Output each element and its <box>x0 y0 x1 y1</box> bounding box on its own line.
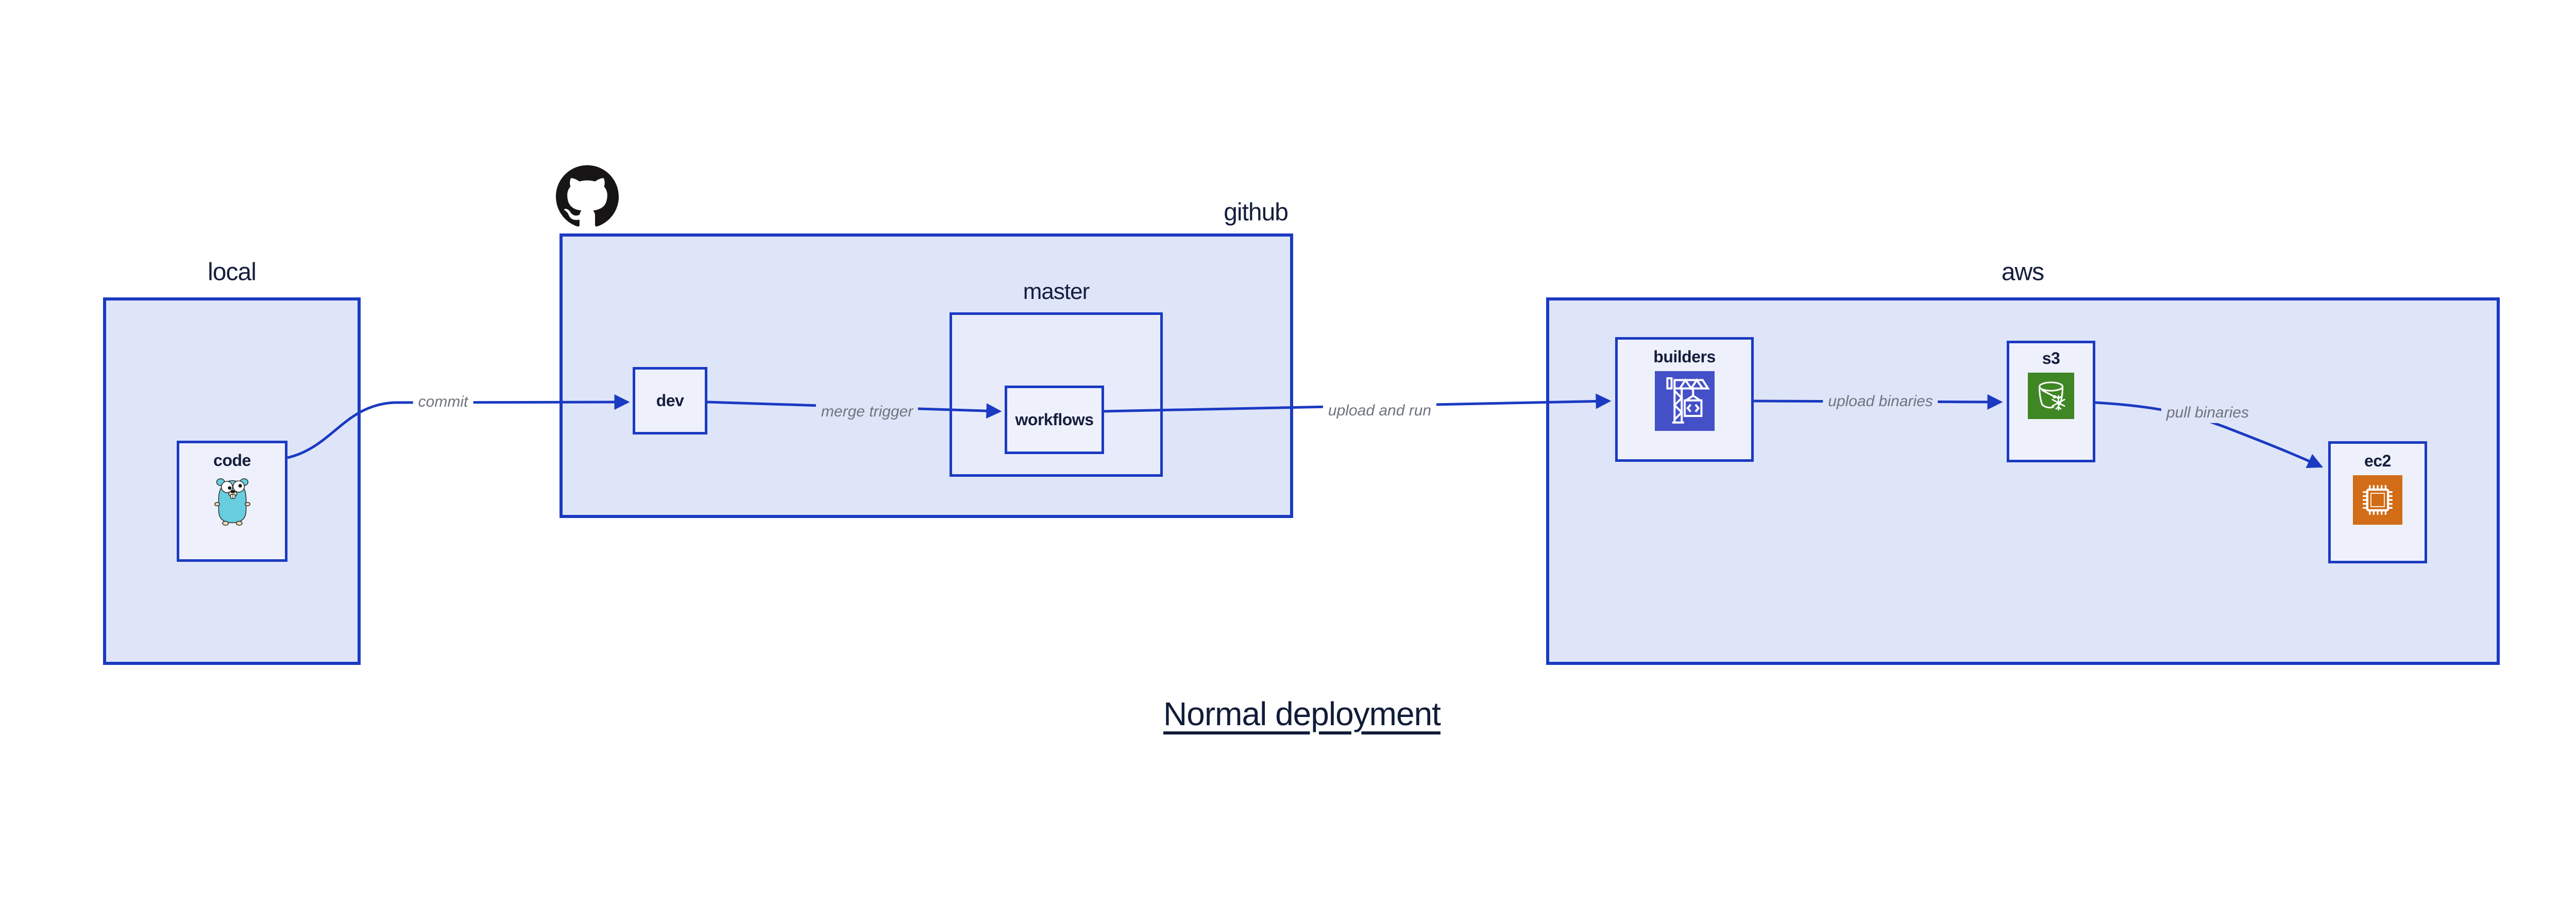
workflows-node-box: workflows <box>1005 386 1104 454</box>
workflows-node-label: workflows <box>1015 410 1094 429</box>
aws-section-label: aws <box>2001 258 2044 286</box>
commit-edge-label: commit <box>413 392 473 412</box>
s3-node-box: s3 <box>2007 341 2095 462</box>
diagram-title: Normal deployment <box>1163 695 1441 732</box>
builders-node-label: builders <box>1653 347 1716 366</box>
codebuild-crane-icon <box>1654 371 1715 431</box>
ec2-chip-icon <box>2353 475 2402 525</box>
s3-node-label: s3 <box>2042 349 2060 368</box>
github-section-label: github <box>1224 198 1289 226</box>
master-section-label: master <box>1023 279 1090 304</box>
upload-binaries-edge-label: upload binaries <box>1823 391 1938 412</box>
go-gopher-icon <box>213 475 252 526</box>
upload-and-run-edge-label: upload and run <box>1323 400 1437 421</box>
dev-node-label: dev <box>656 391 684 410</box>
commit-arrow <box>287 394 630 459</box>
github-octocat-logo <box>556 164 619 227</box>
pull-binaries-arrow <box>2095 401 2324 468</box>
builders-node-box: builders <box>1615 337 1754 462</box>
github-octocat-icon <box>556 165 619 227</box>
pull-binaries-edge-label: pull binaries <box>2161 403 2255 423</box>
s3-bucket-icon <box>2028 373 2074 420</box>
ec2-node-label: ec2 <box>2364 452 2391 470</box>
code-node-box: code <box>177 441 287 562</box>
local-section-label: local <box>208 258 257 286</box>
code-node-label: code <box>213 451 251 470</box>
merge-trigger-edge-label: merge trigger <box>816 402 919 422</box>
ec2-node-box: ec2 <box>2328 441 2427 563</box>
dev-node-box: dev <box>633 367 707 435</box>
